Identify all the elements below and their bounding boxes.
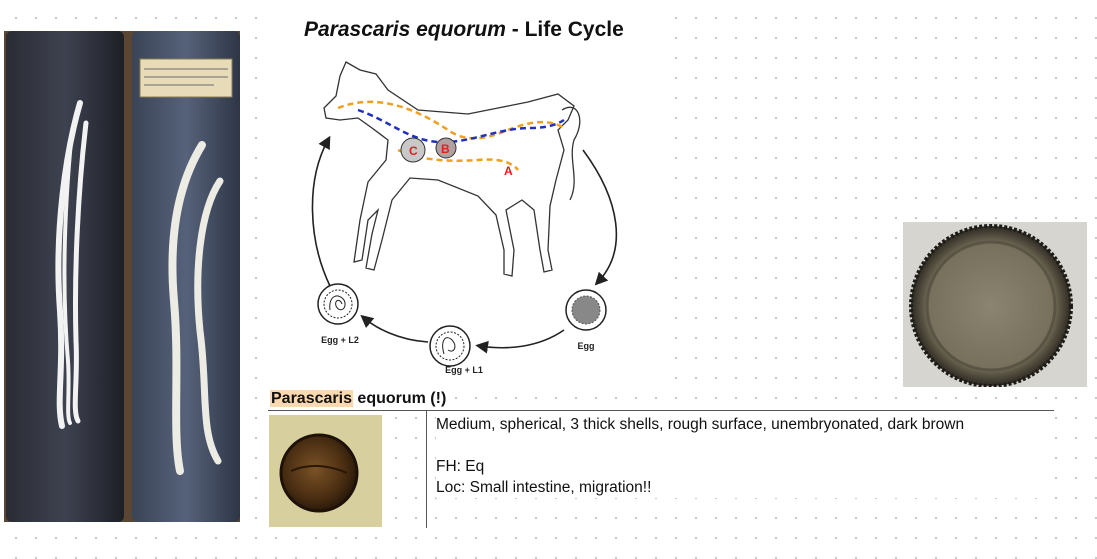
egg-l2-label: Egg + L2 [321,335,359,345]
life-cycle-title: Parascaris equorum - Life Cycle [304,18,624,42]
specimen-jar-photo [4,31,240,522]
note-title-rest: equorum (!) [352,390,447,407]
location-info: Loc: Small intestine, migration!! [436,479,652,496]
egg-micrograph-large [903,222,1087,387]
egg-l1-stage [429,325,471,367]
life-cycle-diagram: Parascaris equorum - Life Cycle C B A [268,10,668,380]
route-label-a: A [504,164,513,178]
table-column-divider [426,411,427,528]
table-top-rule [268,410,1054,411]
route-label-c: C [409,144,418,158]
life-cycle-title-species: Parascaris equorum [304,18,506,41]
egg-l2-stage [317,283,359,325]
species-note: Parascaris equorum (!) Medium, spherical… [268,388,1054,528]
egg-description: Medium, spherical, 3 thick shells, rough… [436,416,965,433]
host-info: FH: Eq [436,458,485,475]
life-cycle-title-suffix: - Life Cycle [505,18,624,41]
note-title-highlight: Parascaris [270,390,353,407]
note-text: Medium, spherical, 3 thick shells, rough… [436,414,1048,498]
route-label-b: B [441,142,450,156]
egg-l1-label: Egg + L1 [445,365,483,375]
egg-stage [565,289,607,331]
egg-micrograph-small [269,415,382,527]
egg-label: Egg [578,341,595,351]
note-title: Parascaris equorum (!) [270,390,447,408]
horse-illustration [323,61,581,277]
life-cycle-drawing: C B A Egg Egg + L1 Egg + L2 [311,61,618,375]
